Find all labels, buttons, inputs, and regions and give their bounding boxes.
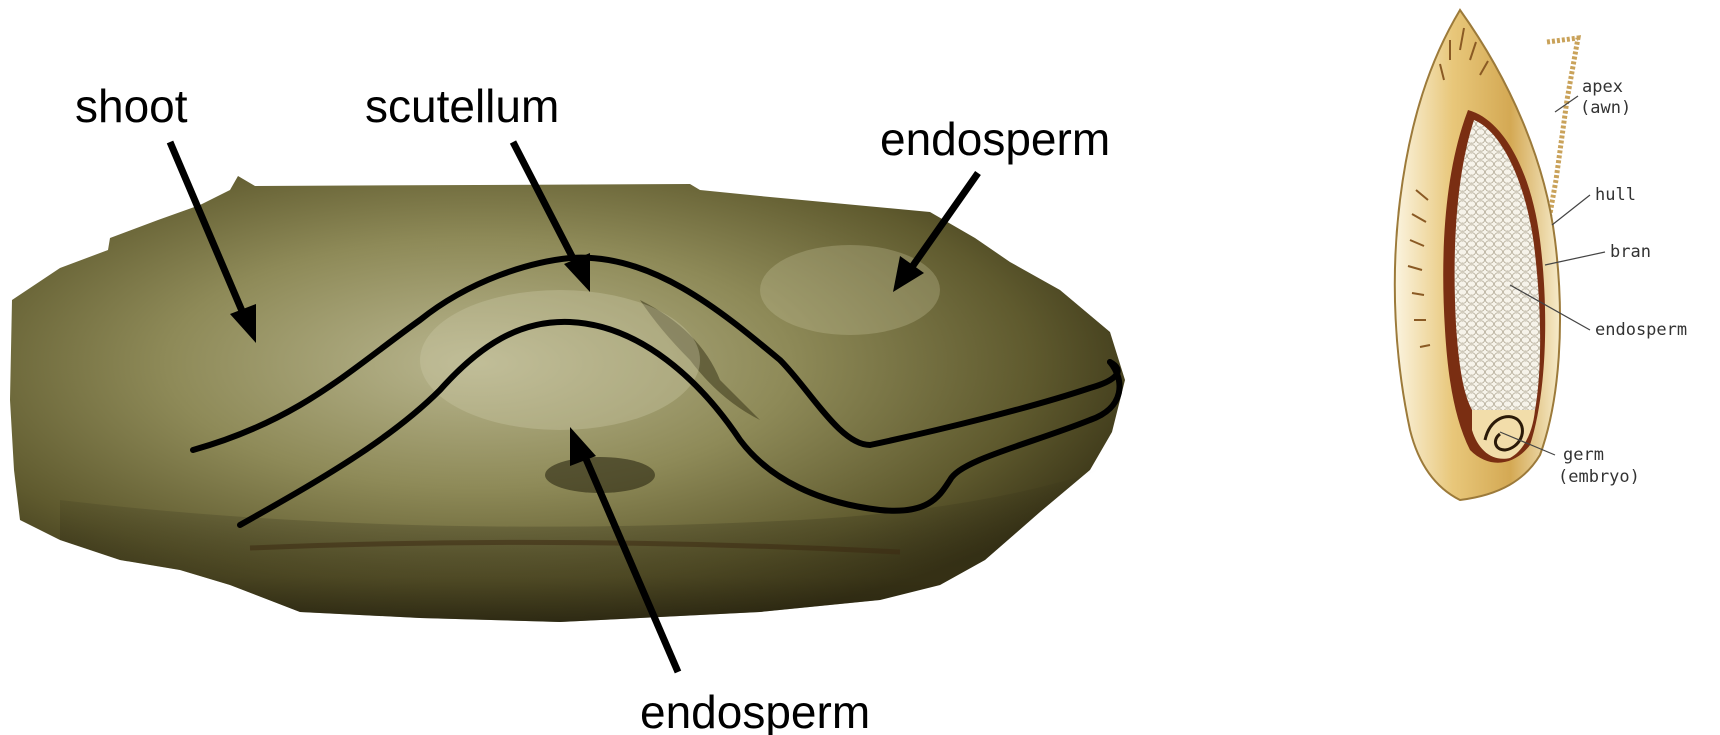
label-hull: hull: [1595, 185, 1636, 205]
label-germ: germ: [1563, 445, 1604, 465]
label-apex: apex: [1582, 77, 1623, 97]
photo-highlight: [420, 290, 700, 430]
label-embryo: (embryo): [1558, 467, 1640, 487]
photo-highlight: [760, 245, 940, 335]
rice-grain-illustration: [1395, 10, 1578, 500]
label-endosperm-top: endosperm: [880, 113, 1110, 165]
label-bran: bran: [1610, 242, 1651, 262]
label-scutellum: scutellum: [365, 80, 559, 132]
right-labels: apex (awn) hull bran endosperm germ (emb…: [1558, 77, 1687, 487]
label-endosperm-bottom: endosperm: [640, 686, 870, 735]
label-shoot: shoot: [75, 80, 188, 132]
label-awn: (awn): [1580, 98, 1631, 118]
awn: [1547, 38, 1578, 225]
label-endosperm-diagram: endosperm: [1595, 320, 1687, 340]
